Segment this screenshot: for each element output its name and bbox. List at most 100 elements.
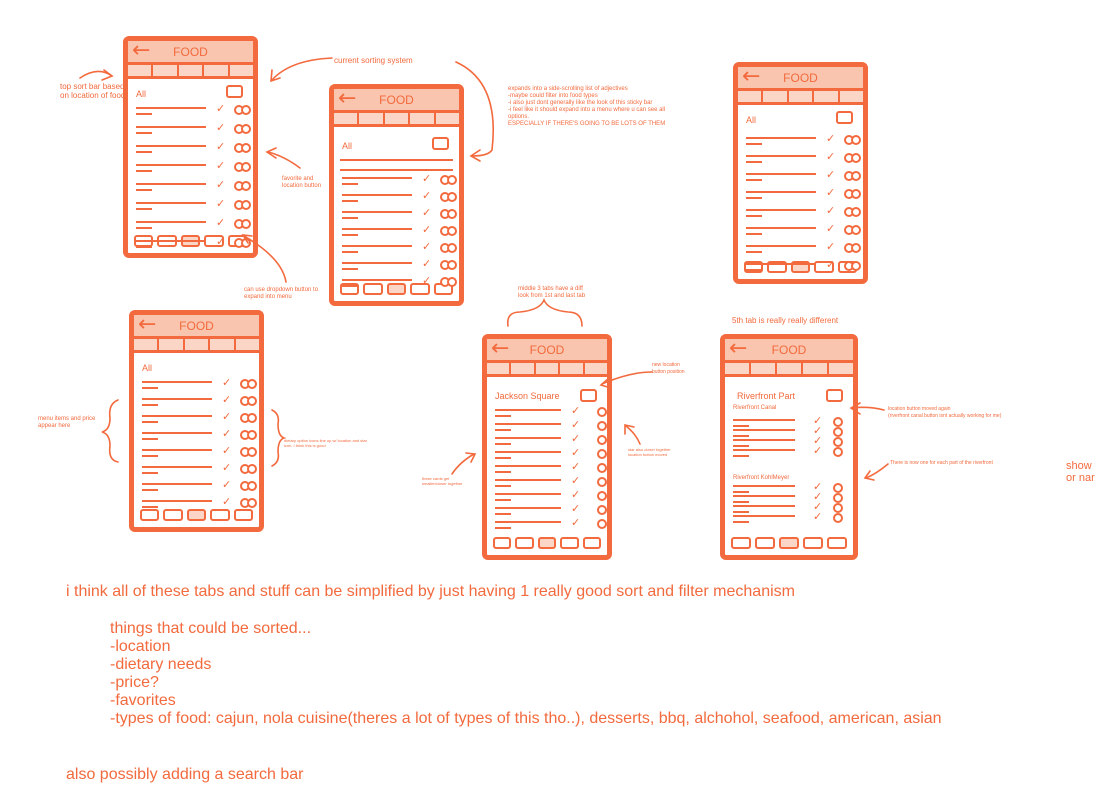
wireframe-phone-3: ← FOOD All ✓✓✓✓✓✓✓✓	[733, 62, 868, 284]
note-show-cut: show or nar	[1066, 460, 1095, 484]
check-icon: ✓	[216, 121, 226, 134]
check-icon: ✓	[571, 516, 581, 529]
wireframe-list-row: ✓	[142, 376, 257, 391]
check-icon: ✓	[813, 480, 823, 493]
list-item: -dietary needs	[110, 656, 212, 673]
wireframe-list-row: ✓	[746, 204, 861, 219]
note-location-moved: location button moved again (riverfront …	[888, 406, 1002, 419]
arrow-new-location	[601, 371, 653, 385]
wireframe-list-row: ✓	[495, 502, 607, 517]
star-location-icon	[833, 513, 849, 523]
back-arrow-icon: ←	[742, 64, 761, 89]
wireframe-list-row: ✓	[733, 434, 845, 449]
back-arrow-icon: ←	[729, 336, 748, 361]
check-icon: ✓	[222, 478, 232, 491]
check-icon: ✓	[216, 140, 226, 153]
phone-header: ← FOOD	[134, 314, 259, 339]
brace-menu-items	[101, 399, 119, 463]
star-location-icon	[844, 207, 861, 217]
check-icon: ✓	[422, 274, 432, 287]
star-location-icon	[844, 135, 861, 145]
sort-tab-bar	[128, 65, 253, 79]
star-location-icon	[440, 277, 457, 287]
check-icon: ✓	[422, 223, 432, 236]
note-favorite: favorite and location button	[282, 176, 322, 189]
arrow-favorite	[267, 151, 301, 169]
wireframe-list-row: ✓	[733, 490, 845, 505]
wireframe-list-row: ✓	[746, 258, 861, 273]
check-icon: ✓	[571, 418, 581, 431]
check-icon: ✓	[222, 410, 232, 423]
check-icon: ✓	[571, 432, 581, 445]
wireframe-phone-5: ← FOOD Jackson Square ✓✓✓✓✓✓✓✓✓	[482, 334, 612, 560]
location-icon	[580, 389, 597, 402]
wireframe-list-row: ✓	[746, 150, 861, 165]
phone-header: ← FOOD	[738, 64, 863, 91]
wireframe-list-row: ✓	[342, 223, 457, 238]
sort-tab-bar	[134, 339, 259, 353]
note-dietary: dietary option icons line up w/ location…	[284, 438, 367, 448]
star-location-icon	[833, 503, 849, 513]
phone-title: FOOD	[179, 319, 214, 333]
wireframe-list-row: ✓	[733, 414, 845, 429]
list-item: -types of food: cajun, nola cuisine(ther…	[110, 710, 942, 727]
star-location-icon	[234, 219, 251, 229]
check-icon: ✓	[222, 461, 232, 474]
check-icon: ✓	[571, 404, 581, 417]
wireframe-list-row: ✓	[136, 216, 251, 231]
star-location-icon	[240, 396, 257, 406]
search-bar-note: also possibly adding a search bar	[66, 766, 304, 783]
wireframe-list-row: ✓	[136, 197, 251, 212]
back-arrow-icon: ←	[491, 336, 510, 361]
check-icon: ✓	[571, 488, 581, 501]
star-location-icon	[440, 243, 457, 253]
star-location-icon	[234, 124, 251, 134]
star-location-icon	[240, 447, 257, 457]
phone-title: FOOD	[771, 343, 807, 357]
star-location-icon	[844, 171, 861, 181]
star-location-icon	[833, 427, 849, 437]
adjective-scroll-bar	[340, 159, 453, 171]
arrow-one-each	[865, 463, 889, 479]
wireframe-phone-2: ← FOOD All ✓✓✓✓✓✓✓	[329, 84, 464, 306]
check-icon: ✓	[222, 444, 232, 457]
star-location-icon	[833, 493, 849, 503]
star-location-icon	[240, 481, 257, 491]
all-label: All	[746, 115, 757, 125]
check-icon: ✓	[826, 168, 836, 181]
star-location-icon	[440, 192, 457, 202]
star-location-icon	[234, 162, 251, 172]
check-icon: ✓	[826, 150, 836, 163]
check-icon: ✓	[422, 172, 432, 185]
star-location-icon	[833, 447, 849, 457]
star-location-icon	[597, 463, 613, 473]
star-location-icon	[440, 226, 457, 236]
star-location-icon	[844, 225, 861, 235]
wireframe-list-row: ✓	[136, 102, 251, 117]
phone-header: ← FOOD	[487, 336, 607, 363]
check-icon: ✓	[222, 393, 232, 406]
dropdown-icon	[836, 111, 853, 124]
star-location-icon	[240, 464, 257, 474]
star-location-icon	[844, 153, 861, 163]
wireframe-list-row: ✓	[136, 235, 251, 250]
jackson-square-label: Jackson Square	[495, 391, 560, 401]
riverfront-canal-label: Riverfront Canal	[733, 405, 777, 411]
arrow-current-sorting	[271, 57, 333, 81]
wireframe-list-row: ✓	[495, 460, 607, 475]
star-location-icon	[597, 449, 613, 459]
arrow-expands	[455, 61, 494, 157]
all-label: All	[342, 141, 353, 151]
check-icon: ✓	[222, 495, 232, 508]
star-location-icon	[597, 407, 613, 417]
list-item: -favorites	[110, 692, 176, 709]
check-icon: ✓	[422, 257, 432, 270]
check-icon: ✓	[216, 235, 226, 248]
wireframe-list-row: ✓	[733, 424, 845, 439]
check-icon: ✓	[813, 424, 823, 437]
sort-options-list: things that could be sorted... -location…	[110, 620, 942, 728]
note-fifth-tab: 5th tab is really really different	[732, 316, 839, 325]
check-icon: ✓	[813, 414, 823, 427]
star-location-icon	[844, 243, 861, 253]
wireframe-list-row: ✓	[136, 159, 251, 174]
